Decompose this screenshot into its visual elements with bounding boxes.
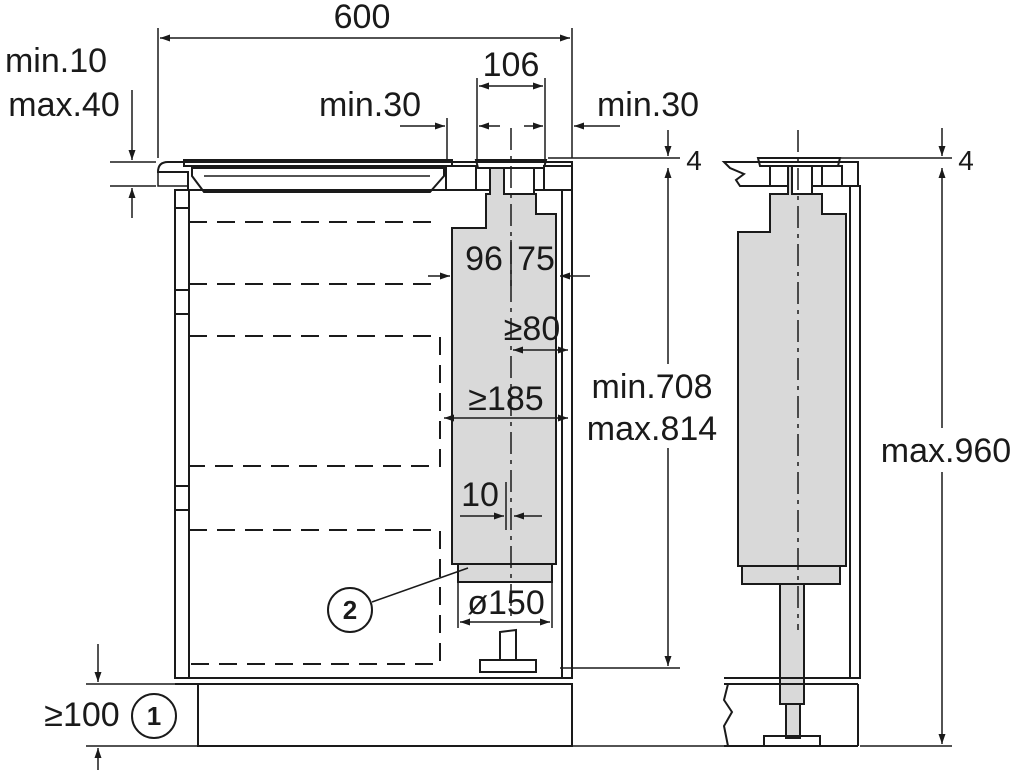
dimension-lines: 600 106 min.30 min.30 min.10 max.40 4 4 — [5, 0, 1024, 770]
floor-fitting — [499, 628, 517, 661]
side-worktop-right-block — [821, 165, 843, 187]
drawer-front-middle — [174, 313, 190, 487]
dim-4-side-label: 4 — [958, 145, 974, 176]
side-worktop — [721, 161, 859, 187]
side-leg-lower — [785, 703, 801, 739]
worktop-edge — [157, 172, 188, 187]
worktop-right-block — [543, 165, 573, 191]
dim-4-front-label: 4 — [686, 145, 702, 176]
drawer-outline-middle — [189, 335, 441, 467]
side-extractor-base — [741, 565, 841, 585]
dim-10-label: 10 — [461, 476, 499, 514]
extractor-base — [457, 563, 553, 583]
dim-600-label: 600 — [334, 0, 391, 36]
cabinet-right-panel — [561, 189, 573, 679]
drawer-front-bottom — [174, 509, 190, 679]
dim-min30-right-label: min.30 — [597, 86, 699, 124]
plinth — [197, 683, 573, 747]
dim-min30-left-label: min.30 — [319, 86, 421, 124]
side-view — [721, 130, 861, 747]
side-leg-upper — [779, 583, 805, 705]
dim-708-label: min.708 — [592, 368, 713, 406]
dim-185-label: ≥185 — [468, 380, 543, 418]
callout-1-label: 1 — [147, 701, 161, 731]
dim-150-label: ø150 — [467, 584, 545, 622]
drawer-outline-bottom — [189, 529, 441, 665]
dim-max40-label: max.40 — [8, 86, 120, 124]
dim-96-label: 96 — [465, 240, 503, 278]
callout-2-label: 2 — [343, 595, 357, 625]
worktop — [156, 161, 573, 191]
worktop-left-block — [445, 165, 477, 191]
hob-body — [191, 167, 445, 193]
floor-fitting-base — [479, 659, 537, 673]
drawer-outline-top — [189, 221, 440, 285]
front-view — [156, 128, 573, 747]
dim-106-label: 106 — [483, 46, 540, 84]
callout-1: 1 — [131, 693, 177, 739]
side-cabinet-panel — [849, 185, 861, 679]
dim-min10-label: min.10 — [5, 42, 107, 80]
dim-80-label: ≥80 — [504, 310, 560, 348]
side-extractor-neck — [791, 165, 813, 195]
drawer-front-top — [174, 207, 190, 291]
dim-75-label: 75 — [517, 240, 555, 278]
dim-814-label: max.814 — [587, 410, 717, 448]
side-extractor-unit — [737, 165, 847, 567]
extractor-neck — [503, 167, 535, 195]
side-plinth — [722, 683, 859, 747]
callout-2: 2 — [327, 567, 469, 633]
callout-2-leader — [371, 567, 469, 603]
dim-100-label: ≥100 — [44, 696, 119, 734]
dim-960-label: max.960 — [881, 432, 1011, 470]
